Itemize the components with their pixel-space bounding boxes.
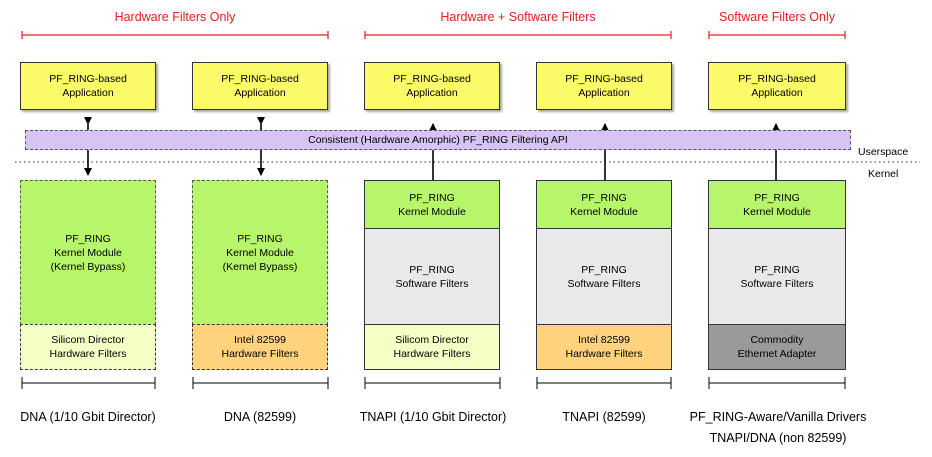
header-brackets xyxy=(21,31,846,39)
app-box-col3: PF_RING-based Application xyxy=(364,62,500,110)
caption-col5-line1: PF_RING-Aware/Vanilla Drivers xyxy=(689,410,867,424)
bracket-hw-only xyxy=(21,31,329,39)
filtering-api-bar: Consistent (Hardware Amorphic) PF_RING F… xyxy=(25,130,851,150)
caption-col1: DNA (1/10 Gbit Director) xyxy=(20,410,156,424)
bracket-sw-only xyxy=(708,31,846,39)
kernel-module-col5: PF_RING Kernel Module xyxy=(708,180,846,229)
caption-col3: TNAPI (1/10 Gbit Director) xyxy=(359,410,507,424)
app-box-col2: PF_RING-based Application xyxy=(192,62,328,110)
header-software-filters-only: Software Filters Only xyxy=(718,10,835,24)
hardware-filters-col3: Silicom Director Hardware Filters xyxy=(364,324,500,370)
app-box-col1: PF_RING-based Application xyxy=(20,62,156,110)
kernel-module-col4: PF_RING Kernel Module xyxy=(536,180,672,229)
software-filters-col3: PF_RING Software Filters xyxy=(364,228,500,325)
bottom-brackets xyxy=(21,377,846,389)
app-box-col5: PF_RING-based Application xyxy=(708,62,846,110)
caption-col2: DNA (82599) xyxy=(223,410,297,424)
software-filters-col4: PF_RING Software Filters xyxy=(536,228,672,325)
kernel-module-col3: PF_RING Kernel Module xyxy=(364,180,500,229)
header-hardware-software-filters: Hardware + Software Filters xyxy=(440,10,596,24)
caption-col5-line2: TNAPI/DNA (non 82599) xyxy=(709,431,847,445)
hardware-filters-col2: Intel 82599 Hardware Filters xyxy=(192,324,328,370)
hardware-filters-col4: Intel 82599 Hardware Filters xyxy=(536,324,672,370)
hardware-adapter-col5: Commodity Ethernet Adapter xyxy=(708,324,846,370)
bracket-hw-sw xyxy=(364,31,672,39)
header-hardware-filters-only: Hardware Filters Only xyxy=(114,10,236,24)
userspace-label: Userspace xyxy=(858,146,909,158)
hardware-filters-col1: Silicom Director Hardware Filters xyxy=(20,324,156,370)
kernel-module-col1: PF_RING Kernel Module (Kernel Bypass) xyxy=(20,180,156,325)
software-filters-col5: PF_RING Software Filters xyxy=(708,228,846,325)
kernel-label: Kernel xyxy=(868,168,899,180)
app-box-col4: PF_RING-based Application xyxy=(536,62,672,110)
caption-col4: TNAPI (82599) xyxy=(562,410,646,424)
kernel-module-col2: PF_RING Kernel Module (Kernel Bypass) xyxy=(192,180,328,325)
